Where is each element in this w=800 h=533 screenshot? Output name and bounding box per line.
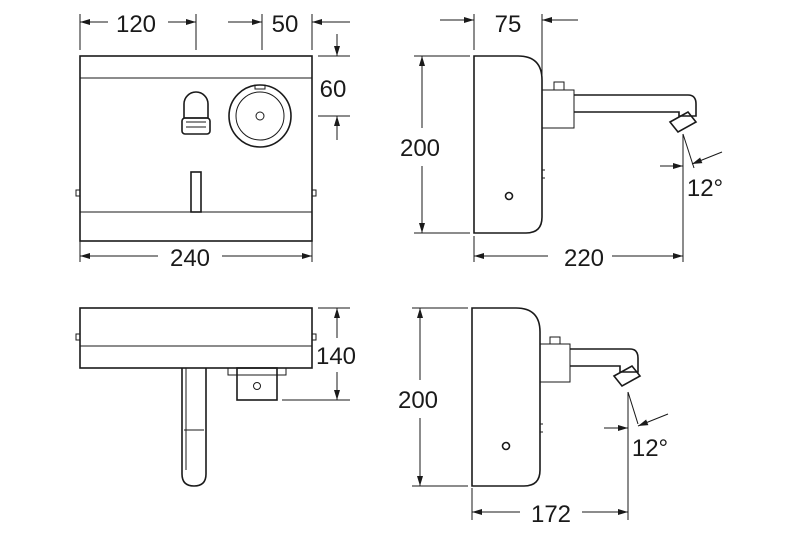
dim-front-total-width: 240 (170, 245, 210, 272)
dim-front-width-left: 120 (116, 11, 156, 38)
top-view: 140 (75, 307, 356, 487)
dim-side-spout-reach: 220 (564, 245, 604, 272)
spout (541, 81, 698, 134)
dim-side2-height: 200 (398, 387, 438, 414)
spout-block (227, 367, 287, 401)
side-housing (473, 55, 543, 234)
front-screw-right (311, 189, 317, 197)
dim-top-depth: 140 (316, 343, 356, 370)
dim-side-angle: 12° (687, 175, 723, 202)
side-view: 75 200 220 12° (400, 11, 723, 272)
dim-front-height-offset: 60 (320, 76, 347, 103)
front-view: 120 50 60 240 (75, 11, 350, 272)
dim-front-width-right: 50 (272, 11, 299, 38)
spout-2 (539, 336, 642, 388)
front-housing (79, 55, 313, 242)
side-screw (504, 191, 514, 201)
dim-side2-spout-reach: 172 (531, 501, 571, 528)
lever-tube (181, 368, 207, 487)
outlet-slot (190, 171, 202, 213)
side-view-2: 200 172 12° (398, 307, 669, 528)
dim-side-depth: 75 (495, 11, 522, 38)
sensor-dial (228, 84, 292, 148)
front-screw-left (75, 189, 81, 197)
lever-knob (181, 91, 211, 135)
side2-housing (471, 307, 541, 487)
dim-side2-angle: 12° (632, 435, 668, 462)
dim-side-height: 200 (400, 135, 440, 162)
top-housing (79, 307, 313, 369)
side2-screw (501, 441, 511, 451)
